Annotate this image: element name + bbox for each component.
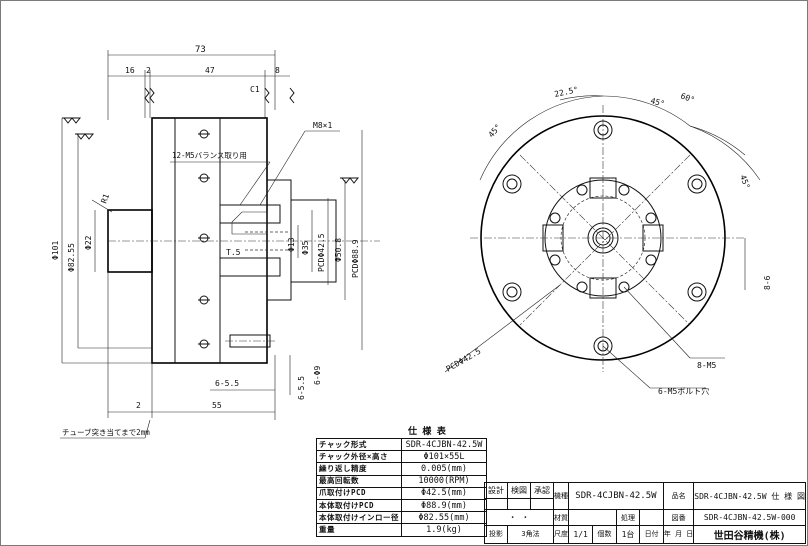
svg-text:60°: 60°: [679, 91, 696, 104]
svg-text:Φ82.55: Φ82.55: [67, 243, 76, 272]
front-view: 22.5° 45° 45° 60° 45° 8-6 PCDΦ42.5 8-M5 …: [445, 85, 773, 396]
title-block: 設計 検図 承認 機種 SDR-4CJBN-42.5W 品名 SDR-4CJBN…: [484, 481, 806, 545]
company-name: 世田谷精機(株): [693, 524, 806, 545]
svg-text:6-M5ボルト穴: 6-M5ボルト穴: [658, 386, 709, 396]
svg-text:PCDΦ42.5: PCDΦ42.5: [317, 233, 326, 272]
svg-text:47: 47: [205, 66, 215, 75]
svg-text:PCDΦ88.9: PCDΦ88.9: [351, 239, 360, 278]
svg-text:55: 55: [212, 401, 222, 410]
svg-text:Φ101: Φ101: [51, 241, 60, 260]
svg-text:45°: 45°: [738, 174, 751, 191]
svg-text:Φ22: Φ22: [84, 235, 93, 250]
bolt-holes-inner: [549, 184, 657, 293]
model-name: SDR-4CJBN-42.5W: [568, 481, 664, 511]
svg-text:R1: R1: [99, 192, 111, 204]
svg-text:8: 8: [275, 66, 280, 75]
svg-text:6-Φ9: 6-Φ9: [313, 366, 322, 385]
svg-text:6-5.5: 6-5.5: [215, 379, 239, 388]
svg-text:PCDΦ42.5: PCDΦ42.5: [445, 347, 483, 374]
svg-text:2: 2: [146, 66, 151, 75]
dim-73: 73: [195, 45, 206, 55]
bolt-holes-outer: [502, 120, 707, 356]
svg-text:16: 16: [125, 66, 135, 75]
svg-text:C1: C1: [250, 85, 260, 94]
svg-text:6-5.5: 6-5.5: [297, 376, 306, 400]
spec-title: 仕 様 表: [408, 427, 446, 437]
svg-text:M8×1: M8×1: [313, 121, 332, 130]
svg-text:Φ13: Φ13: [287, 237, 296, 252]
svg-text:T.5: T.5: [226, 248, 241, 257]
drawing-number: SDR-4CJBN-42.5W-000: [693, 509, 806, 526]
svg-text:Φ50.8: Φ50.8: [334, 238, 343, 262]
svg-text:2: 2: [136, 401, 141, 410]
svg-text:Φ35: Φ35: [301, 240, 310, 255]
svg-text:12-M5バランス取り用: 12-M5バランス取り用: [172, 151, 247, 160]
svg-text:8-6: 8-6: [763, 275, 772, 290]
svg-text:45°: 45°: [487, 122, 503, 139]
side-view: 73 16 2 47 8 C1: [51, 45, 380, 439]
svg-text:8-M5: 8-M5: [697, 361, 716, 370]
svg-text:45°: 45°: [649, 96, 665, 108]
svg-text:チューブ突き当てまで2mm: チューブ突き当てまで2mm: [62, 427, 150, 437]
